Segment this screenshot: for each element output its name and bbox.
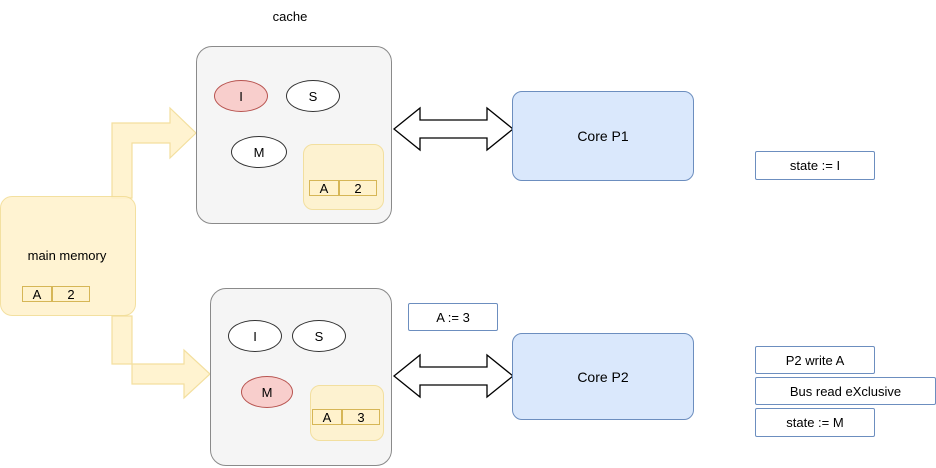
main-memory-value-cell: 2 (52, 286, 90, 302)
cache-p1-key-cell: A (309, 180, 339, 196)
cache-p2-key-cell: A (312, 409, 342, 425)
memory-to-cache-p2-arrow-body (111, 315, 211, 400)
cache-p2-core-p2-bus-arrow (392, 353, 515, 399)
cache-caption: cache (272, 8, 308, 24)
p2-event-note: state := M (755, 408, 875, 437)
cache-p2-state-s: S (292, 320, 346, 352)
memory-to-cache-p1-arrow (111, 106, 197, 199)
core-p1: Core P1 (512, 91, 694, 181)
p1-event-note: state := I (755, 151, 875, 180)
cache-p2-state-i: I (228, 320, 282, 352)
cache-p1-value-cell: 2 (339, 180, 377, 196)
write-value-note: A := 3 (408, 303, 498, 331)
main-memory-label: main memory (27, 248, 107, 263)
cache-p1-state-s: S (286, 80, 340, 112)
core-p2: Core P2 (512, 333, 694, 420)
cache-p1-state-m: M (231, 136, 287, 168)
cache-p2-state-m: M (241, 376, 293, 408)
cache-p2-value-cell: 3 (342, 409, 380, 425)
p2-event-note: P2 write A (755, 346, 875, 374)
cache-p1-line (303, 144, 384, 210)
main-memory-key-cell: A (22, 286, 52, 302)
p2-event-note: Bus read eXclusive (755, 377, 936, 405)
cache-p1-state-i: I (214, 80, 268, 112)
cache-p1-core-p1-bus-arrow (392, 106, 515, 152)
